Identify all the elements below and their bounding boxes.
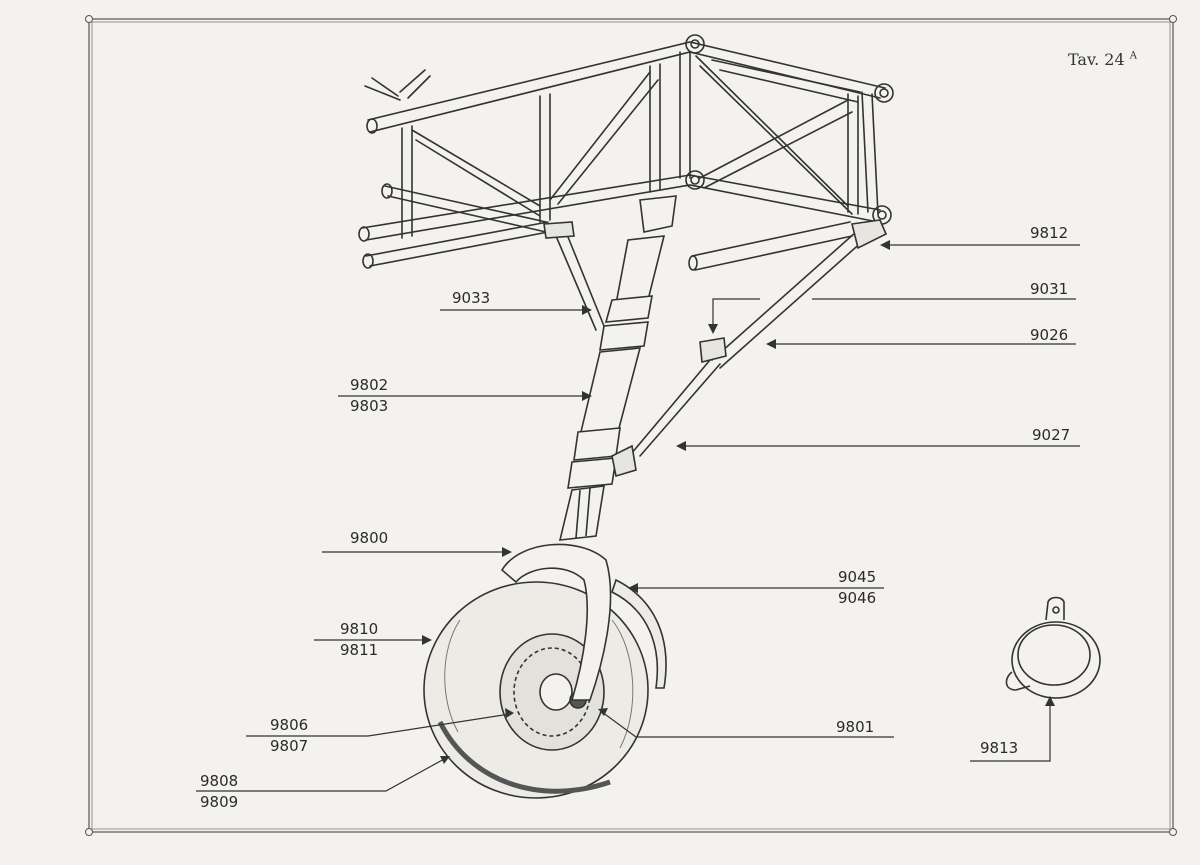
part-number: 9800: [350, 529, 389, 547]
part-number: 9027: [1032, 426, 1071, 444]
leader-lines: [196, 244, 1080, 792]
part-number-top: 9808: [200, 772, 239, 790]
callout-9810-9811: 9810 9811: [340, 619, 378, 661]
callout-9045-9046: 9045 9046: [838, 567, 876, 609]
plate-border: [85, 15, 1177, 836]
callout-9808-9809: 9808 9809: [200, 771, 238, 813]
callout-9802-9803: 9802 9803: [350, 375, 388, 417]
part-number: 9033: [452, 289, 491, 307]
part-number-top: 9810: [340, 620, 379, 638]
leader-arrowheads: [422, 240, 1055, 764]
callout-9027: 9027: [1032, 425, 1070, 446]
part-number: 9812: [1030, 224, 1069, 242]
part-number-bottom: 9803: [350, 397, 389, 415]
part-number-bottom: 9046: [838, 589, 877, 607]
plate-number: Tav. 24 A: [1068, 50, 1137, 69]
part-number: 9813: [980, 739, 1019, 757]
collar-part-9813: [1005, 596, 1101, 699]
part-number-bottom: 9807: [270, 737, 309, 755]
plate-label: Tav. 24: [1068, 50, 1125, 69]
fuselage-frame: [358, 34, 894, 271]
drag-struts: [543, 219, 888, 478]
wheel-assembly: [423, 543, 667, 799]
part-number-bottom: 9809: [200, 793, 239, 811]
callout-9806-9807: 9806 9807: [270, 715, 308, 757]
part-number: 9026: [1030, 326, 1069, 344]
callout-9813: 9813: [980, 738, 1018, 759]
plate-suffix: A: [1129, 50, 1137, 62]
callout-9026: 9026: [1030, 325, 1068, 346]
part-number: 9031: [1030, 280, 1069, 298]
part-number-top: 9802: [350, 376, 389, 394]
callout-9031: 9031: [1030, 279, 1068, 300]
callout-9800: 9800: [350, 528, 388, 549]
callout-9801: 9801: [836, 717, 874, 738]
part-number-top: 9045: [838, 568, 877, 586]
callout-9033: 9033: [452, 288, 490, 309]
callout-9812: 9812: [1030, 223, 1068, 244]
shock-strut: [558, 195, 677, 541]
part-number-bottom: 9811: [340, 641, 379, 659]
part-number-top: 9806: [270, 716, 309, 734]
part-number: 9801: [836, 718, 875, 736]
